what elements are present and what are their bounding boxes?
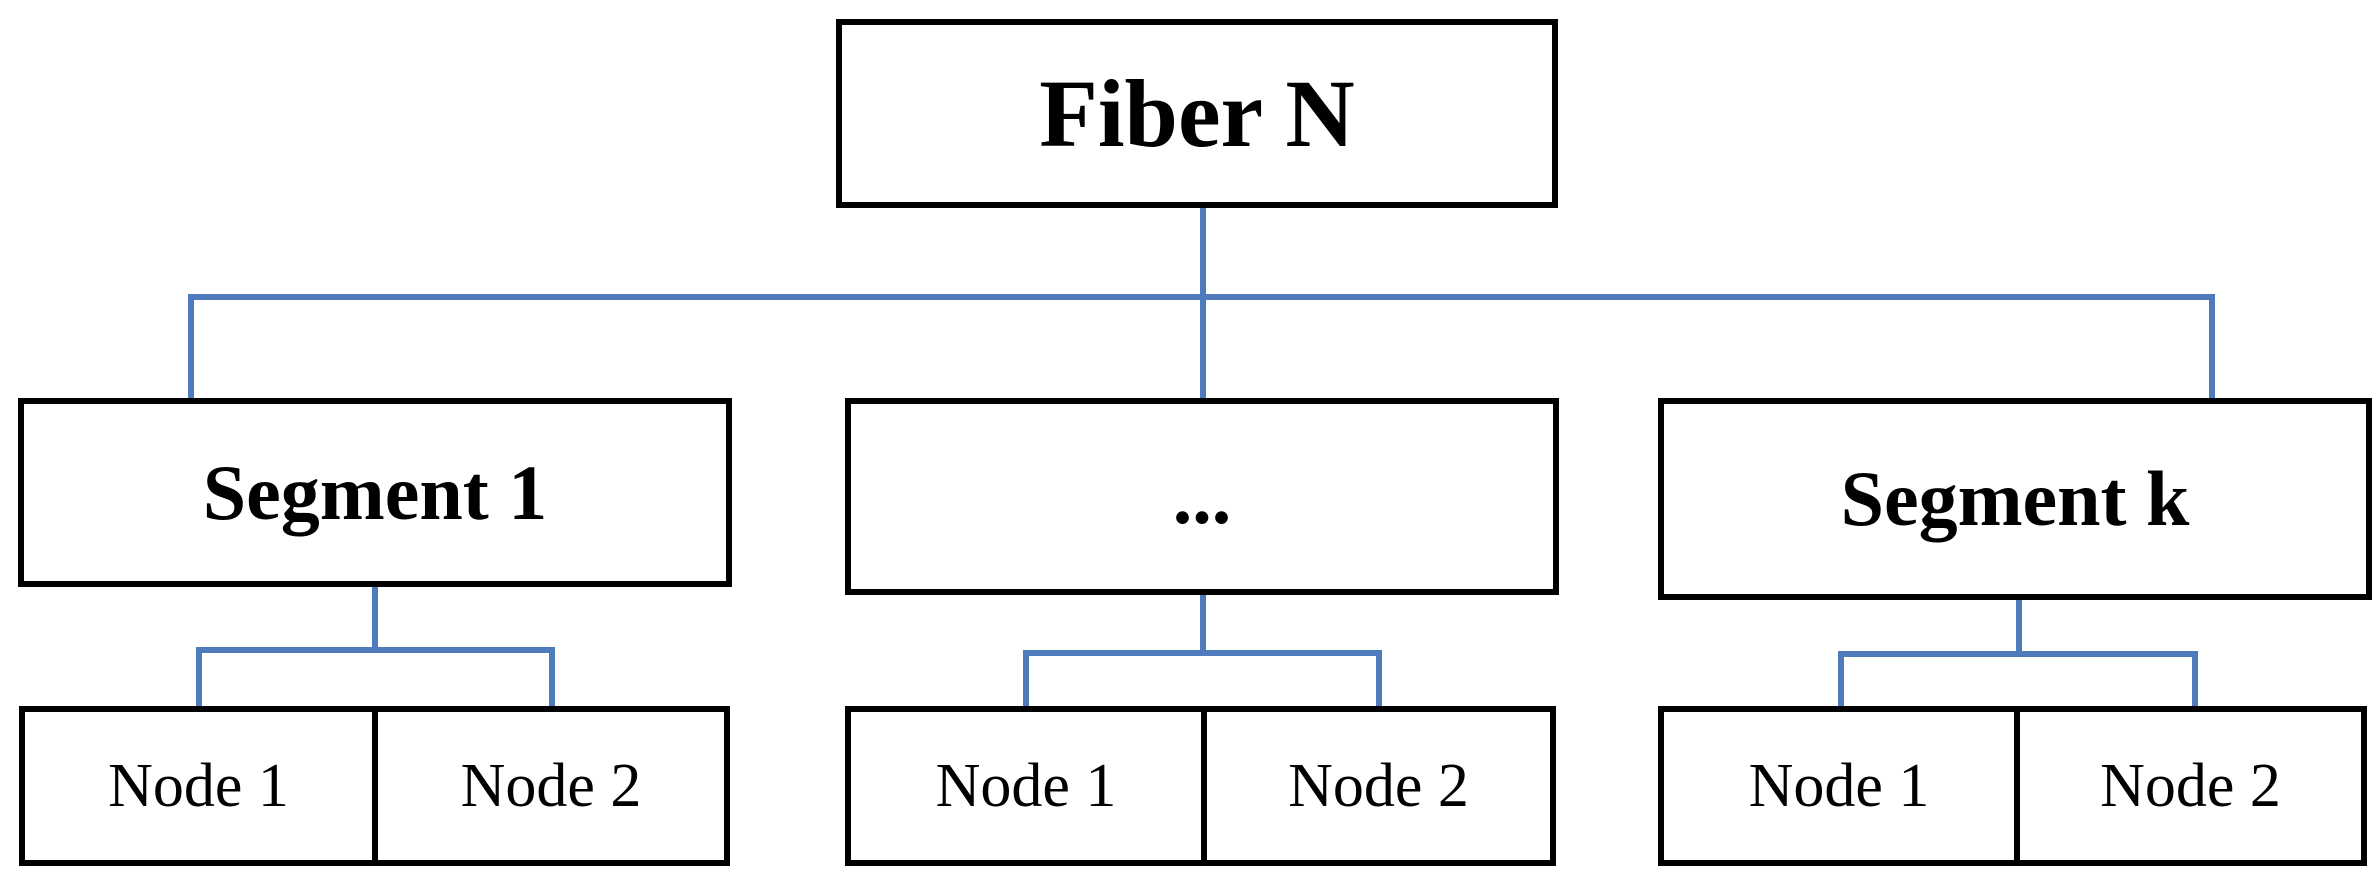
- segment-label: ...: [1172, 452, 1232, 540]
- segment-k-node-1-box: Node 1: [1658, 706, 2020, 866]
- node-label: Node 1: [108, 751, 289, 820]
- segment-box-ellipsis: ...: [845, 398, 1559, 595]
- fiber-root-box: Fiber N: [836, 19, 1558, 208]
- node-label: Node 2: [1288, 751, 1469, 820]
- segment-label: Segment k: [1840, 455, 2190, 542]
- node-label: Node 2: [460, 751, 642, 820]
- segment-1-to-nodes-connector: [196, 581, 555, 711]
- segment-k-to-nodes-connector: [1838, 594, 2198, 711]
- node-label: Node 1: [1748, 751, 1930, 820]
- fiber-root-label: Fiber N: [1039, 60, 1355, 167]
- segment-k-node-2-box: Node 2: [2014, 706, 2367, 866]
- segment-box-1: Segment 1: [18, 398, 732, 587]
- root-to-segments-connector: [188, 202, 2215, 401]
- node-label: Node 1: [935, 751, 1117, 820]
- segment-ellipsis-to-nodes-connector: [1023, 589, 1382, 711]
- segment-ellipsis-node-1-box: Node 1: [845, 706, 1207, 866]
- segment-1-node-2-box: Node 2: [372, 706, 730, 866]
- segment-box-k: Segment k: [1658, 398, 2372, 600]
- segment-1-node-1-box: Node 1: [19, 706, 378, 866]
- segment-ellipsis-node-2-box: Node 2: [1201, 706, 1556, 866]
- segment-label: Segment 1: [202, 448, 548, 536]
- node-label: Node 2: [2100, 751, 2281, 820]
